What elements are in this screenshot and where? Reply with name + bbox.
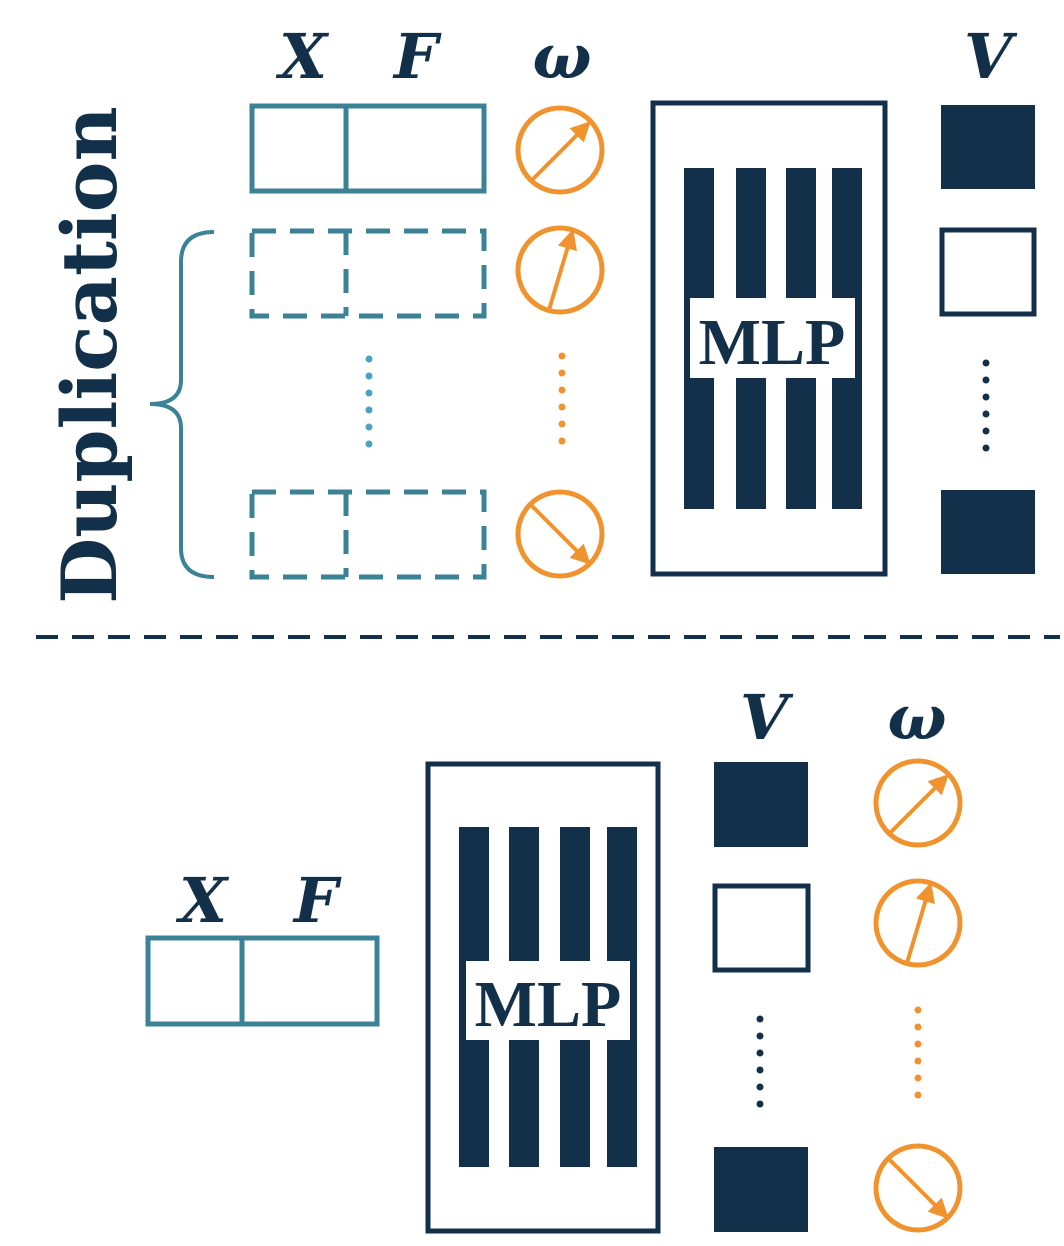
v-cell-empty [939, 227, 1037, 317]
v-cell-filled [941, 105, 1035, 189]
direction-dial-icon [515, 489, 605, 579]
v-column-bottom [712, 762, 811, 1232]
v-cell-empty [712, 883, 811, 973]
bottom-label-v: V [740, 681, 794, 754]
mlp-label-bottom: MLP [475, 968, 622, 1041]
omega-ellipsis-dots [914, 1006, 922, 1099]
duplication-label: Duplication [45, 106, 134, 604]
top-label-omega: ω [532, 20, 591, 93]
mlp-block-top: MLP [650, 100, 888, 577]
top-label-v: V [964, 20, 1018, 93]
bottom-panel: V ω X F MLP [145, 681, 963, 1234]
mlp-label-top: MLP [699, 306, 846, 379]
direction-dial-icon [873, 1143, 963, 1233]
direction-dial-icon [515, 105, 605, 195]
left-curly-brace-icon [149, 230, 215, 579]
bottom-label-x: X [175, 864, 230, 937]
v-column-top [939, 105, 1037, 574]
v-cell-filled [941, 490, 1035, 574]
input-box-duplicate-n [249, 489, 487, 580]
direction-dial-icon [515, 225, 605, 315]
top-label-f: F [392, 20, 442, 93]
input-box-solid [249, 103, 487, 194]
input-box-bottom [145, 935, 380, 1027]
input-ellipsis-dots [365, 355, 373, 448]
bottom-label-omega: ω [887, 681, 946, 754]
top-label-x: X [275, 20, 330, 93]
v-cell-filled [714, 1147, 808, 1232]
mlp-block-bottom: MLP [425, 761, 661, 1234]
top-panel: X F ω V Duplication [45, 20, 1037, 604]
v-cell-filled [714, 762, 808, 847]
v-ellipsis-dots [756, 1015, 764, 1108]
omega-ellipsis-dots [558, 352, 566, 445]
bottom-label-f: F [292, 864, 342, 937]
v-ellipsis-dots [982, 359, 990, 452]
direction-dial-icon [873, 878, 963, 968]
direction-dial-icon [873, 758, 963, 848]
input-box-duplicate-1 [249, 228, 487, 319]
